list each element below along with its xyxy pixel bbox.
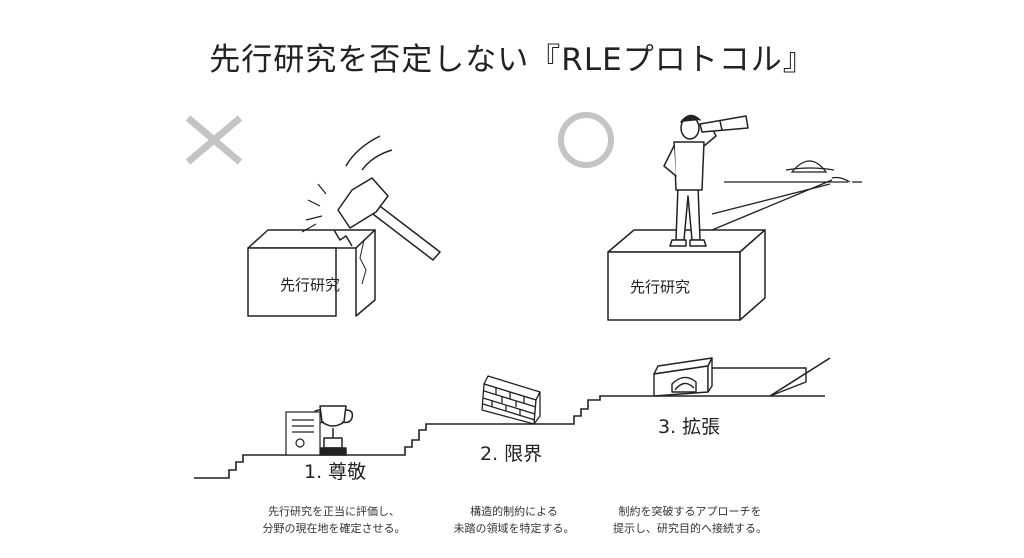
certificate-icon [285,411,321,456]
step-respect-desc-line2: 分野の現在地を確定させる。 [262,522,406,535]
step-limit-desc-line2: 未踏の領域を特定する。 [453,522,575,535]
step-limit-description: 構造的制約による 未踏の領域を特定する。 [414,503,614,537]
foundation-box-label: 先行研究 [630,278,691,296]
step-limit-desc-line1: 構造的制約による [470,505,558,518]
step-extension-desc-line1: 制約を突破するアプローチを [618,505,762,518]
correct-mark-icon [558,112,614,168]
broken-wall-tunnel-icon [653,357,807,397]
researcher-with-telescope-icon [663,114,749,247]
step-extension-label: 3. 拡張 [658,416,721,438]
sight-line [711,160,862,231]
step-respect-desc-line1: 先行研究を正当に評価し、 [268,505,400,518]
step-respect-description: 先行研究を正当に評価し、 分野の現在地を確定させる。 [234,503,434,537]
step-limit-label: 2. 限界 [480,443,543,465]
step-respect-label: 1. 尊敬 [304,461,367,483]
smashed-box-label: 先行研究 [280,276,341,294]
page-title: 先行研究を否定しない『RLEプロトコル』 [209,42,815,78]
smashed-box-icon [247,229,376,317]
step-extension-description: 制約を突破するアプローチを 提示し、研究目的へ接続する。 [590,503,790,537]
trophy-icon [312,405,354,456]
staircase [194,357,831,479]
hammer-icon [301,135,441,261]
brick-wall-icon [481,375,541,425]
wrong-mark-icon [185,115,243,165]
step-extension-desc-line2: 提示し、研究目的へ接続する。 [613,522,767,535]
